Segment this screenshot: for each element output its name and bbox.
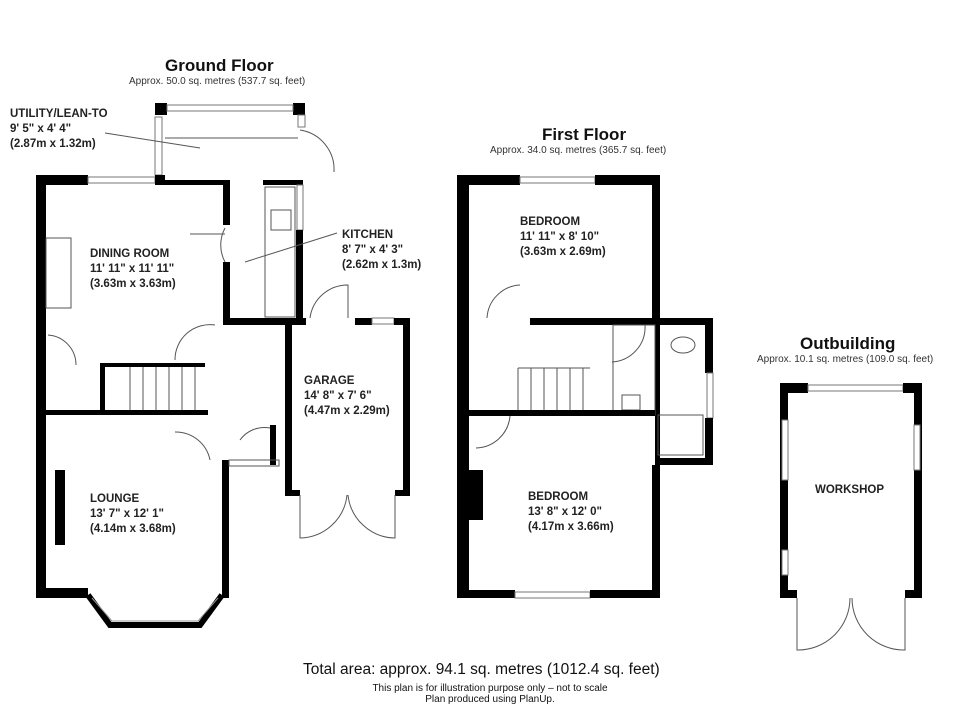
room-metric: (4.14m x 3.68m)	[90, 523, 176, 535]
door-swing	[299, 129, 335, 173]
window	[781, 549, 789, 576]
shower-icon	[657, 414, 704, 456]
window	[706, 372, 714, 419]
window	[519, 176, 596, 184]
room-name: GARAGE	[304, 375, 355, 387]
window	[913, 424, 921, 471]
room-name: BEDROOM	[520, 216, 581, 228]
room-imperial: 9' 5" x 4' 4"	[10, 123, 72, 135]
door-swing	[475, 415, 511, 449]
room-imperial: 8' 7" x 4' 3"	[342, 244, 404, 256]
room-metric: (2.87m x 1.32m)	[10, 138, 96, 150]
ground-floor-area: Approx. 50.0 sq. metres (537.7 sq. feet)	[129, 76, 306, 87]
room-label-workshop: WORKSHOP	[815, 484, 884, 496]
room-metric: (4.47m x 2.29m)	[304, 405, 390, 417]
room-label-lounge: LOUNGE 13' 7" x 12' 1" (4.14m x 3.68m)	[90, 492, 176, 537]
total-area: Total area: approx. 94.1 sq. metres (101…	[303, 661, 660, 678]
room-label-bedroom-1: BEDROOM 11' 11" x 8' 10" (3.63m x 2.69m)	[520, 215, 606, 260]
room-label-kitchen: KITCHEN 8' 7" x 4' 3" (2.62m x 1.3m)	[342, 228, 421, 273]
bay-window	[85, 593, 225, 628]
window	[297, 114, 306, 128]
basin-icon	[621, 394, 641, 411]
window	[514, 591, 591, 599]
credit: Plan produced using PlanUp.	[425, 694, 555, 705]
ground-floor-title: Ground Floor	[165, 56, 274, 75]
door-swing	[47, 334, 77, 366]
room-metric: (4.17m x 3.66m)	[528, 521, 614, 533]
first-floor-area: Approx. 34.0 sq. metres (365.7 sq. feet)	[490, 145, 667, 156]
room-label-utility: UTILITY/LEAN-TO 9' 5" x 4' 4" (2.87m x 1…	[10, 107, 108, 152]
staircase	[129, 367, 196, 410]
double-doors	[796, 597, 906, 651]
window	[371, 317, 395, 325]
ground-floor-plan	[36, 103, 410, 628]
outbuilding-area: Approx. 10.1 sq. metres (109.0 sq. feet)	[757, 354, 934, 365]
door-swing	[309, 284, 349, 319]
room-name: BEDROOM	[528, 491, 589, 503]
room-label-bedroom-2: BEDROOM 13' 8" x 12' 0" (4.17m x 3.66m)	[528, 490, 614, 535]
room-metric: (3.63m x 2.69m)	[520, 246, 606, 258]
door-swing	[611, 324, 646, 363]
room-imperial: 13' 8" x 12' 0"	[528, 506, 602, 518]
door-swing	[239, 427, 271, 441]
window	[154, 116, 163, 176]
toilet-icon	[670, 336, 696, 354]
room-label-garage: GARAGE 14' 8" x 7' 6" (4.47m x 2.29m)	[304, 374, 390, 419]
disclaimer: This plan is for illustration purpose on…	[372, 683, 608, 694]
door-swing	[486, 284, 521, 319]
window	[166, 104, 294, 112]
room-name: DINING ROOM	[90, 248, 170, 260]
window	[781, 419, 789, 481]
door-swing	[220, 227, 226, 263]
room-imperial: 14' 8" x 7' 6"	[304, 390, 372, 402]
window	[87, 176, 156, 184]
room-imperial: 11' 11" x 11' 11"	[90, 263, 175, 275]
footer-notes: This plan is for illustration purpose on…	[290, 683, 690, 705]
room-label-dining-room: DINING ROOM 11' 11" x 11' 11" (3.63m x 3…	[90, 247, 176, 292]
door-swing	[174, 324, 216, 361]
staircase	[517, 367, 590, 410]
first-floor-title: First Floor	[542, 125, 627, 144]
outbuilding-plan	[780, 383, 922, 651]
door-swing	[174, 431, 211, 461]
room-metric: (3.63m x 3.63m)	[90, 278, 176, 290]
first-floor-plan	[457, 175, 714, 599]
window	[296, 184, 304, 231]
sink-icon	[270, 209, 292, 231]
outbuilding-title: Outbuilding	[800, 334, 896, 353]
room-imperial: 11' 11" x 8' 10"	[520, 231, 600, 243]
room-imperial: 13' 7" x 12' 1"	[90, 508, 164, 520]
room-metric: (2.62m x 1.3m)	[342, 259, 422, 271]
garage-doors	[299, 494, 396, 539]
window	[807, 384, 904, 392]
room-name: KITCHEN	[342, 229, 394, 241]
room-name: UTILITY/LEAN-TO	[10, 108, 108, 120]
room-name: LOUNGE	[90, 493, 140, 505]
